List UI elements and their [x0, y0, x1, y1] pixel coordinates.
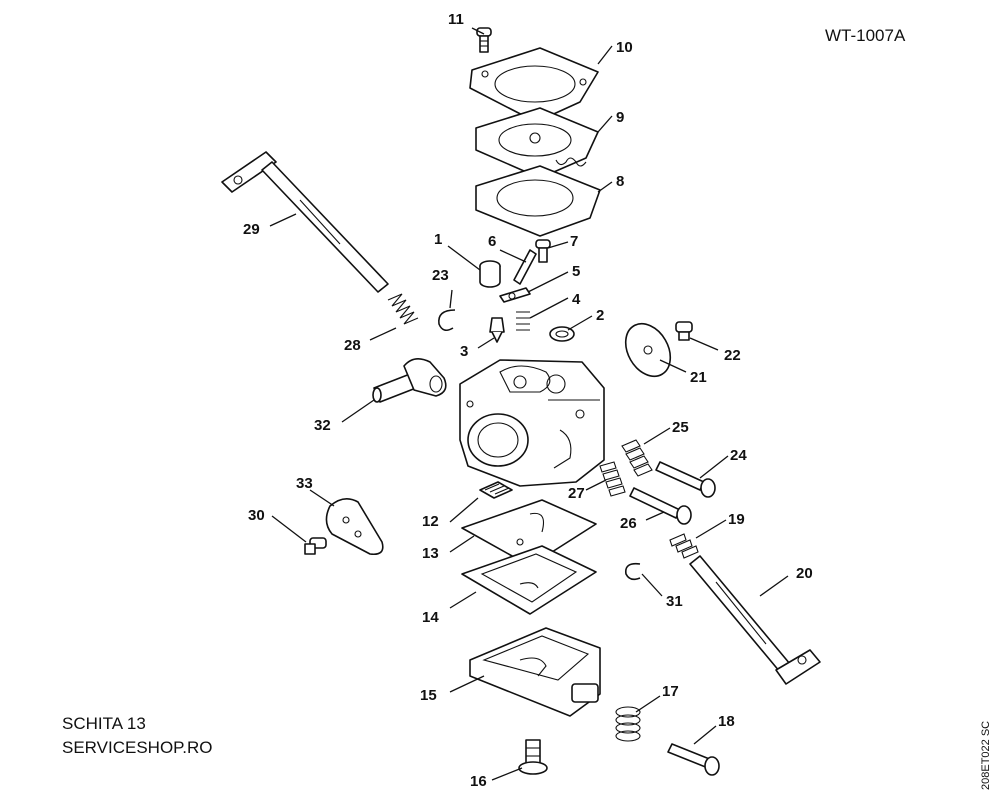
part-8-gasket — [475, 165, 601, 237]
part-24-idle-screw — [655, 461, 716, 498]
label-14: 14 — [422, 609, 439, 626]
part-18-screw — [667, 743, 720, 776]
label-16: 16 — [470, 773, 487, 790]
label-18: 18 — [718, 713, 735, 730]
part-32-fitting — [372, 358, 447, 403]
label-15: 15 — [420, 687, 437, 704]
label-2: 2 — [596, 307, 604, 324]
label-23: 23 — [432, 267, 449, 284]
part-4-spring — [516, 311, 530, 331]
label-32: 32 — [314, 417, 331, 434]
label-6: 6 — [488, 233, 496, 250]
part-2-oring — [549, 326, 575, 342]
part-31-clip — [624, 562, 641, 581]
label-28: 28 — [344, 337, 361, 354]
label-9: 9 — [616, 109, 624, 126]
label-17: 17 — [662, 683, 679, 700]
part-29-shaft — [221, 151, 389, 293]
label-12: 12 — [422, 513, 439, 530]
caption-line-2: SERVICESHOP.RO — [62, 738, 213, 757]
part-33-plate — [325, 498, 384, 556]
part-10-cover — [469, 47, 599, 123]
part-26-screw — [629, 487, 692, 525]
label-24: 24 — [730, 447, 747, 464]
part-6-pin — [513, 249, 537, 285]
part-11-screw — [476, 27, 492, 53]
label-21: 21 — [690, 369, 707, 386]
label-5: 5 — [572, 263, 580, 280]
caption-line-1: SCHITA 13 — [62, 714, 146, 733]
part-28-spring — [387, 293, 419, 325]
part-13-gasket — [461, 499, 597, 567]
label-1: 1 — [434, 231, 442, 248]
part-23-clip — [438, 309, 456, 332]
part-17-spring — [615, 706, 641, 742]
part-14-gasket — [461, 545, 597, 615]
label-8: 8 — [616, 173, 624, 190]
label-13: 13 — [422, 545, 439, 562]
label-22: 22 — [724, 347, 741, 364]
part-9-diaphragm — [475, 107, 599, 179]
label-7: 7 — [570, 233, 578, 250]
part-19-spring — [669, 533, 699, 559]
label-27: 27 — [568, 485, 585, 502]
label-26: 26 — [620, 515, 637, 532]
label-3: 3 — [460, 343, 468, 360]
part-7-screw — [535, 239, 551, 263]
label-10: 10 — [616, 39, 633, 56]
caption: SCHITA 13 SERVICESHOP.RO — [62, 712, 213, 760]
leader-lines — [269, 27, 789, 781]
part-12-screen — [479, 481, 513, 499]
part-21-disc — [624, 322, 672, 378]
part-16-screw — [518, 739, 548, 775]
part-labels: 11 10 9 8 29 1 6 7 5 23 4 2 28 3 22 21 3… — [243, 11, 813, 790]
label-19: 19 — [728, 511, 745, 528]
label-11: 11 — [448, 11, 464, 28]
label-29: 29 — [243, 221, 260, 238]
label-33: 33 — [296, 475, 313, 492]
label-4: 4 — [572, 291, 581, 308]
label-30: 30 — [248, 507, 265, 524]
carburetor-body — [459, 359, 605, 487]
part-3-needle — [489, 317, 505, 343]
part-5-lever — [499, 287, 531, 303]
part-20-shaft — [689, 555, 821, 685]
part-22-screw — [675, 321, 693, 341]
reference-code: WT-1007A — [825, 26, 906, 45]
part-27-spring — [599, 461, 626, 497]
part-1-plug — [479, 260, 501, 288]
label-20: 20 — [796, 565, 813, 582]
label-25: 25 — [672, 419, 689, 436]
part-15-bottom-cover — [469, 627, 601, 717]
part-25-spring — [621, 439, 653, 477]
part-30-screw — [304, 537, 327, 555]
label-31: 31 — [666, 593, 683, 610]
